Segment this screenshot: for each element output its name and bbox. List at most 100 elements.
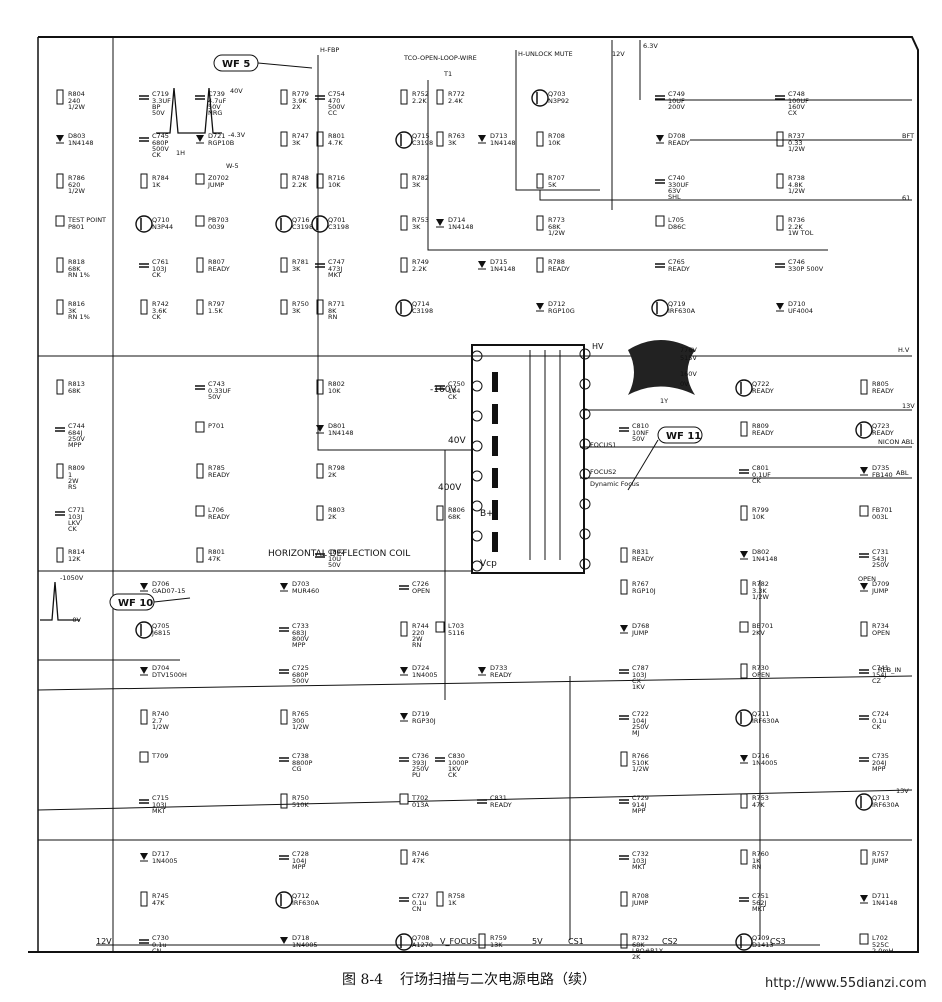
resistor-symbol [56,173,64,189]
component-ref: R797 [208,300,225,308]
component-ref: R802 [328,380,345,388]
net-label-top: TCO-OPEN-LOOP-WIRE [403,54,477,62]
component-ref: PB703 [208,216,229,224]
component-value: IRF630A [872,801,900,809]
component-ref: R771 [328,300,345,308]
resistor-symbol [140,709,148,725]
diode-symbol [860,583,868,590]
component-ref: L706 [208,506,224,514]
component-ref: R788 [548,258,565,266]
fbt-40v-label: 40V [448,436,466,446]
component-ref: R753 [752,794,769,802]
wf11-callout-box [657,426,703,444]
component-ref: R747 [292,132,309,140]
component-ref: C746 [788,258,805,266]
fbt-winding [492,404,498,424]
component-value: MUR460 [292,587,319,595]
component-value: 1N4148 [872,899,898,907]
component-ref: R786 [68,174,85,182]
resistor-symbol [860,849,868,865]
component-ref: R809 [68,464,85,472]
wire [257,62,313,69]
resistor-symbol [56,89,64,105]
resistor-symbol [280,257,288,273]
resistor-symbol [56,547,64,563]
component-value: 3K [412,181,421,189]
fbt-winding [492,436,498,456]
component-ref: C743 [208,380,225,388]
resistor-symbol [140,891,148,907]
wf10-callout-box [109,593,155,611]
component-value: 1N4148 [752,555,778,563]
net-label-right: BFT [902,132,914,140]
component-ref: R801 [328,132,345,140]
diode-symbol [740,755,748,762]
component-ref: R753 [412,216,429,224]
component-ref: R807 [208,258,225,266]
component-ref: L702 [872,934,888,942]
net-label-top: 6.3V [643,42,658,50]
fbt-pin [471,470,483,482]
component-ref: R758 [448,892,465,900]
part-symbol [399,793,409,805]
resistor-symbol [478,933,486,949]
component-ref: C741 [872,664,889,672]
component-value: 2.2K [412,265,427,273]
wires [28,36,919,953]
diode-symbol [478,667,486,674]
component-ref: D801 [328,422,345,430]
resistor-symbol [280,709,288,725]
component-ref: R748 [292,174,309,182]
component-ref: R809 [752,422,769,430]
resistor-symbol [196,547,204,563]
net-label-right: ABL [896,469,909,477]
fbt-bplus-label: B+ [480,509,494,519]
resistor-symbol [400,215,408,231]
component-ref: C724 [872,710,889,718]
part-symbol [195,421,205,433]
component-ref: R773 [548,216,565,224]
diode-symbol [740,551,748,558]
diode-symbol [436,219,444,226]
net-label-bottom: 5V [532,937,543,946]
resistor-symbol [56,257,64,273]
resistor-symbol [860,621,868,637]
resistor-symbol [140,299,148,315]
component-value: IRF630A [668,307,696,315]
transistor-symbol [735,933,753,951]
resistor-symbol [56,379,64,395]
